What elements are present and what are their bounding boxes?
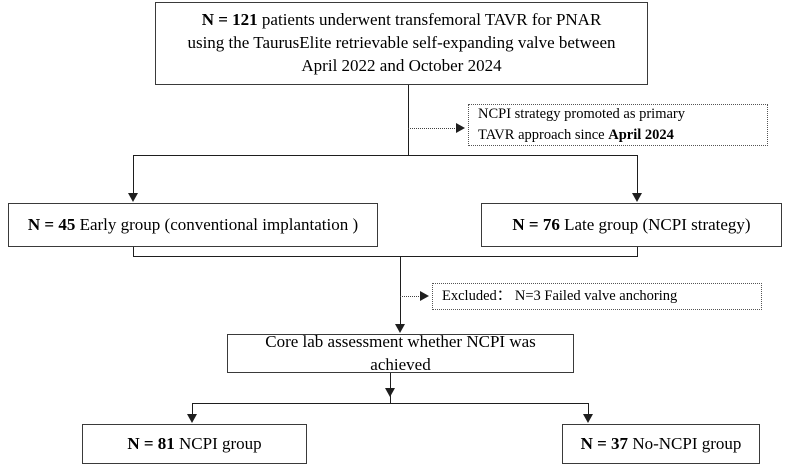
node-ncpi-group: N = 81 NCPI group bbox=[82, 424, 307, 464]
node-no-ncpi-group: N = 37 No-NCPI group bbox=[562, 424, 760, 464]
node-early-group-label: Early group (conventional implantation ) bbox=[75, 214, 359, 234]
node-ncpi-group-label: NCPI group bbox=[174, 433, 262, 453]
arrowhead-corelab-stem bbox=[385, 388, 395, 397]
note-ncpi-strategy-line2: TAVR approach since April 2024 bbox=[478, 125, 758, 146]
arrowhead-to-ncpi-group bbox=[187, 414, 197, 423]
node-core-lab-assessment-text: Core lab assessment whether NCPI was ach… bbox=[265, 331, 536, 374]
connector-split-bar-groups bbox=[133, 155, 638, 156]
note-ncpi-strategy-line1: NCPI strategy promoted as primary bbox=[478, 105, 685, 122]
node-enrollment-line1-rest: patients underwent transfemoral TAVR for… bbox=[257, 10, 602, 30]
connector-down-to-early bbox=[133, 155, 134, 194]
connector-merge-bar-groups bbox=[133, 256, 638, 257]
node-no-ncpi-group-count: N = 37 bbox=[580, 433, 629, 453]
node-enrollment-count: N = 121 bbox=[201, 10, 258, 30]
node-late-group-text: N = 76 Late group (NCPI strategy) bbox=[482, 214, 781, 237]
node-no-ncpi-group-text: N = 37 No-NCPI group bbox=[563, 433, 759, 456]
connector-dotted-to-strategy-note bbox=[408, 128, 457, 129]
note-ncpi-strategy-text: NCPI strategy promoted as primary TAVR a… bbox=[469, 104, 767, 146]
node-core-lab-assessment: Core lab assessment whether NCPI was ach… bbox=[227, 332, 574, 374]
node-early-group-text: N = 45 Early group (conventional implant… bbox=[9, 214, 377, 237]
node-ncpi-group-count: N = 81 bbox=[127, 433, 175, 453]
node-enrollment: N = 121 patients underwent transfemoral … bbox=[155, 2, 648, 85]
note-excluded: Excluded： N=3 Failed valve anchoring bbox=[432, 283, 762, 310]
connector-early-bottom-stem bbox=[133, 247, 134, 256]
arrowhead-to-excluded-note bbox=[420, 291, 429, 301]
arrowhead-to-strategy-note bbox=[456, 123, 465, 133]
node-early-group-count: N = 45 bbox=[27, 214, 76, 234]
node-enrollment-text: N = 121 patients underwent transfemoral … bbox=[156, 9, 647, 78]
note-ncpi-strategy-date: April 2024 bbox=[608, 127, 674, 143]
connector-merge-to-corelab bbox=[400, 256, 401, 325]
connector-split-bar-outcomes bbox=[192, 403, 588, 404]
connector-late-bottom-stem bbox=[637, 247, 638, 256]
node-enrollment-line2: using the TaurusElite retrievable self-e… bbox=[187, 33, 616, 53]
connector-down-to-ncpi bbox=[192, 403, 193, 415]
node-no-ncpi-group-label: No-NCPI group bbox=[628, 433, 742, 453]
node-late-group-count: N = 76 bbox=[512, 214, 560, 234]
arrowhead-to-early-group bbox=[128, 193, 138, 202]
arrowhead-to-noncpi-group bbox=[583, 414, 593, 423]
connector-dotted-to-excluded-note bbox=[400, 296, 421, 297]
node-early-group: N = 45 Early group (conventional implant… bbox=[8, 203, 378, 247]
arrowhead-to-late-group bbox=[632, 193, 642, 202]
connector-down-to-late bbox=[637, 155, 638, 194]
node-late-group-label: Late group (NCPI strategy) bbox=[559, 214, 751, 234]
note-ncpi-strategy-line2-prefix: TAVR approach since bbox=[478, 127, 609, 143]
node-ncpi-group-text: N = 81 NCPI group bbox=[83, 433, 306, 456]
node-late-group: N = 76 Late group (NCPI strategy) bbox=[481, 203, 782, 247]
arrowhead-to-corelab bbox=[395, 324, 405, 333]
connector-top-stem bbox=[408, 85, 409, 155]
connector-down-to-noncpi bbox=[588, 403, 589, 415]
note-ncpi-strategy: NCPI strategy promoted as primary TAVR a… bbox=[468, 104, 768, 146]
note-excluded-text: Excluded： N=3 Failed valve anchoring bbox=[442, 287, 678, 304]
node-enrollment-line3: April 2022 and October 2024 bbox=[301, 55, 502, 75]
node-enrollment-line1: N = 121 patients underwent transfemoral … bbox=[166, 9, 637, 32]
